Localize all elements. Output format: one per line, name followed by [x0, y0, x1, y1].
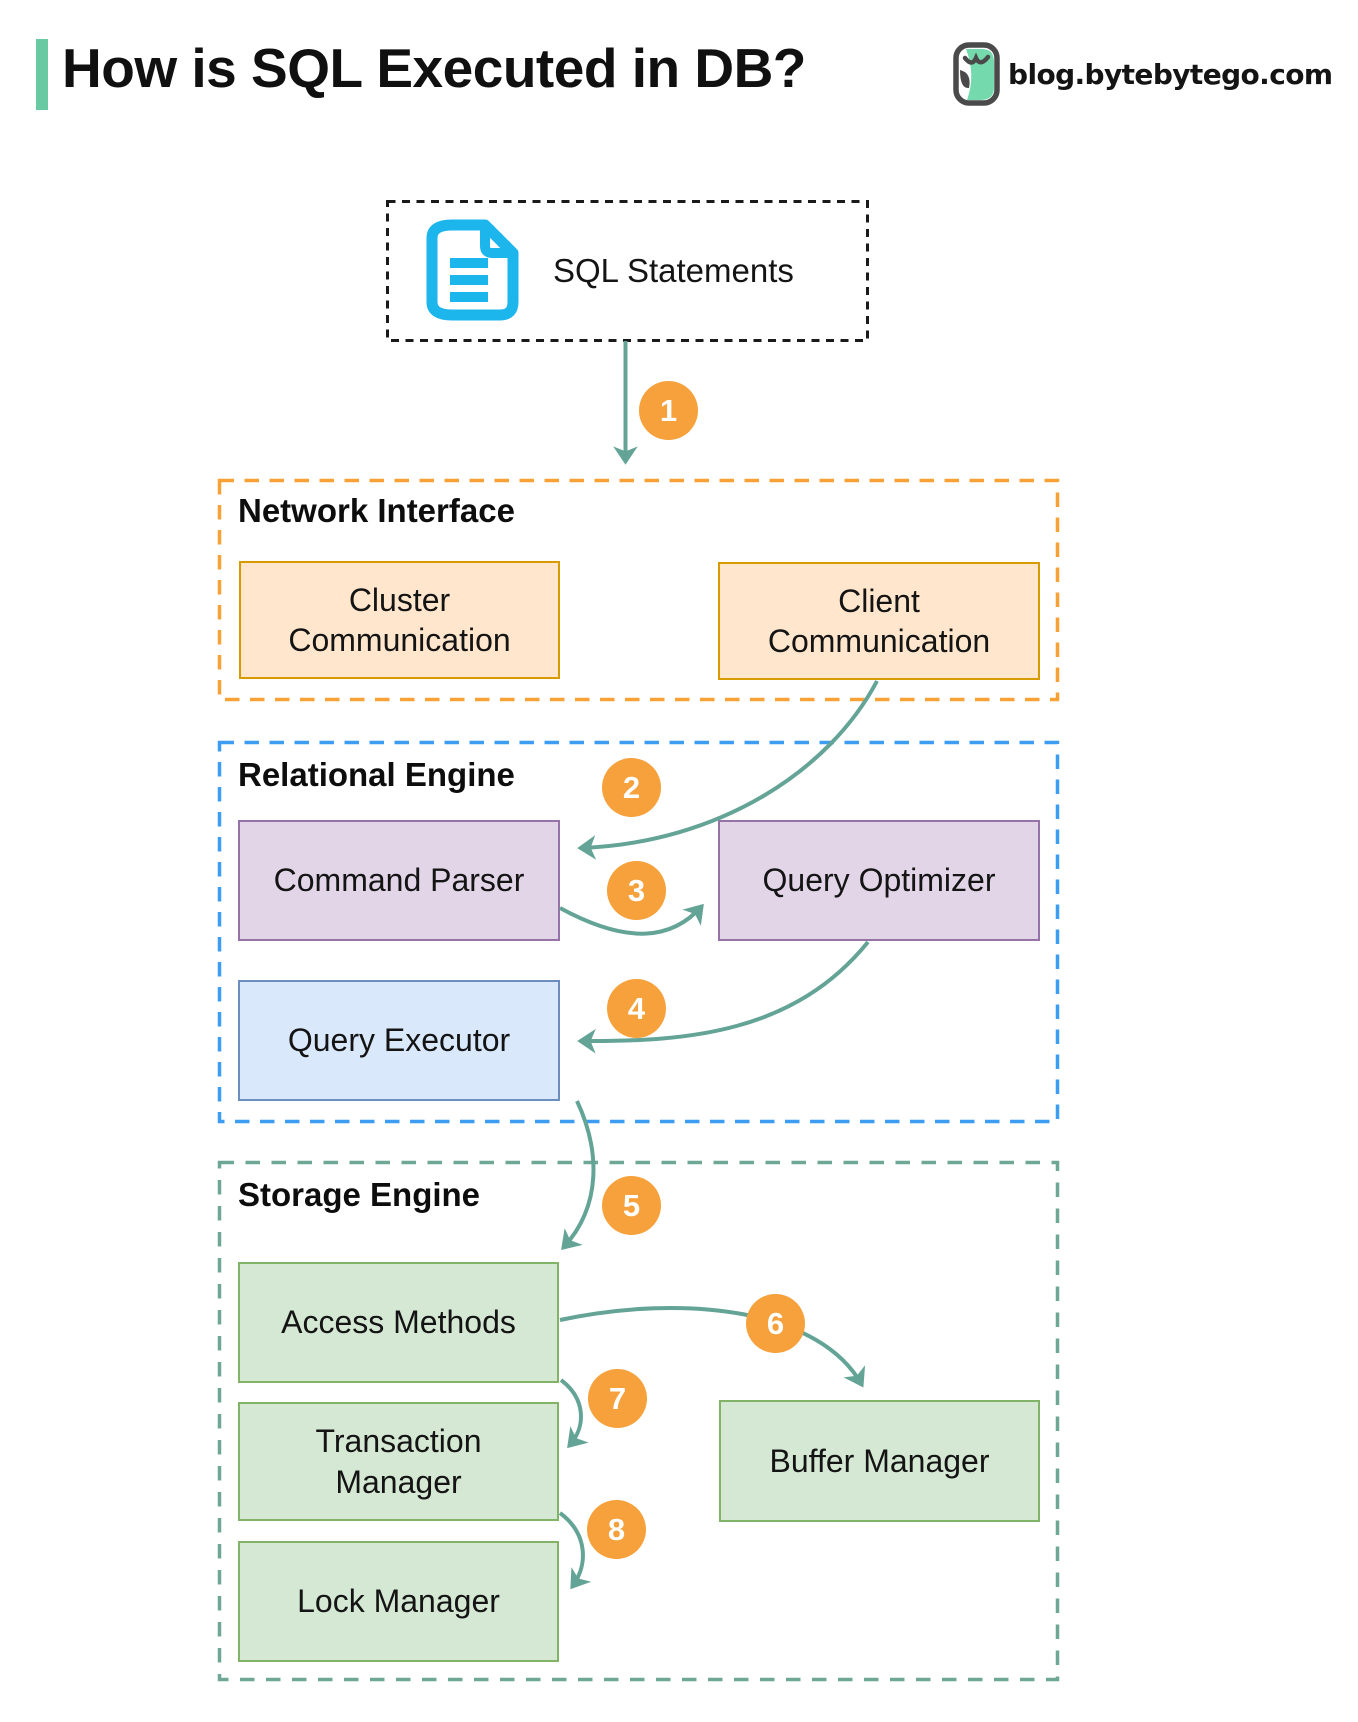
box-lock-manager: Lock Manager [238, 1541, 559, 1662]
arrow-7-access-methods-to-transaction-manager [559, 1378, 589, 1449]
step-number: 4 [627, 990, 646, 1026]
step-circle-4: 4 [607, 979, 666, 1038]
box-label: Command Parser [273, 862, 525, 899]
page-title: How is SQL Executed in DB? [62, 37, 806, 99]
step-circle-2: 2 [602, 758, 661, 817]
step-number: 3 [627, 872, 646, 908]
box-command-parser: Command Parser [238, 820, 560, 941]
box-label: Lock Manager [297, 1583, 500, 1620]
box-label: Query Executor [287, 1022, 511, 1059]
box-label: Query Optimizer [762, 862, 996, 899]
step-circle-7: 7 [588, 1369, 647, 1428]
box-cluster-communication: Cluster Communication [239, 561, 560, 679]
box-label: Client Communication [767, 582, 991, 659]
step-circle-1: 1 [639, 381, 698, 440]
section-label-network-interface: Network Interface [238, 492, 515, 529]
step-number: 7 [608, 1380, 627, 1416]
document-icon [426, 219, 519, 321]
step-circle-5: 5 [602, 1176, 661, 1235]
bytebytego-logo-icon [953, 42, 1000, 106]
box-buffer-manager: Buffer Manager [719, 1400, 1040, 1522]
title-accent-bar [36, 39, 48, 110]
step-circle-8: 8 [587, 1500, 646, 1559]
box-query-executor: Query Executor [238, 980, 560, 1101]
site-url: blog.bytebytego.com [1008, 57, 1333, 91]
step-circle-3: 3 [607, 861, 666, 920]
step-number: 2 [622, 769, 641, 805]
box-label: Buffer Manager [769, 1442, 990, 1479]
step-number: 5 [622, 1187, 641, 1223]
sql-statements-label: SQL Statements [553, 251, 794, 289]
step-circle-6: 6 [746, 1294, 805, 1353]
arrow-8-transaction-manager-to-lock-manager [558, 1511, 592, 1590]
section-label-storage-engine: Storage Engine [238, 1176, 481, 1213]
step-number: 8 [607, 1511, 626, 1547]
box-transaction-manager: Transaction Manager [238, 1402, 559, 1521]
box-label: Transaction Manager [315, 1423, 482, 1500]
bytebytego-logo: blog.bytebytego.com [953, 42, 1333, 106]
section-label-relational-engine: Relational Engine [238, 756, 515, 793]
box-access-methods: Access Methods [238, 1262, 559, 1383]
box-label: Access Methods [281, 1304, 516, 1341]
box-label: Cluster Communication [288, 581, 511, 658]
box-query-optimizer: Query Optimizer [718, 820, 1040, 941]
step-number: 6 [766, 1305, 785, 1341]
box-client-communication: Client Communication [718, 562, 1040, 680]
arrow-5-query-executor-to-access-methods [561, 1100, 596, 1251]
step-number: 1 [659, 392, 678, 428]
